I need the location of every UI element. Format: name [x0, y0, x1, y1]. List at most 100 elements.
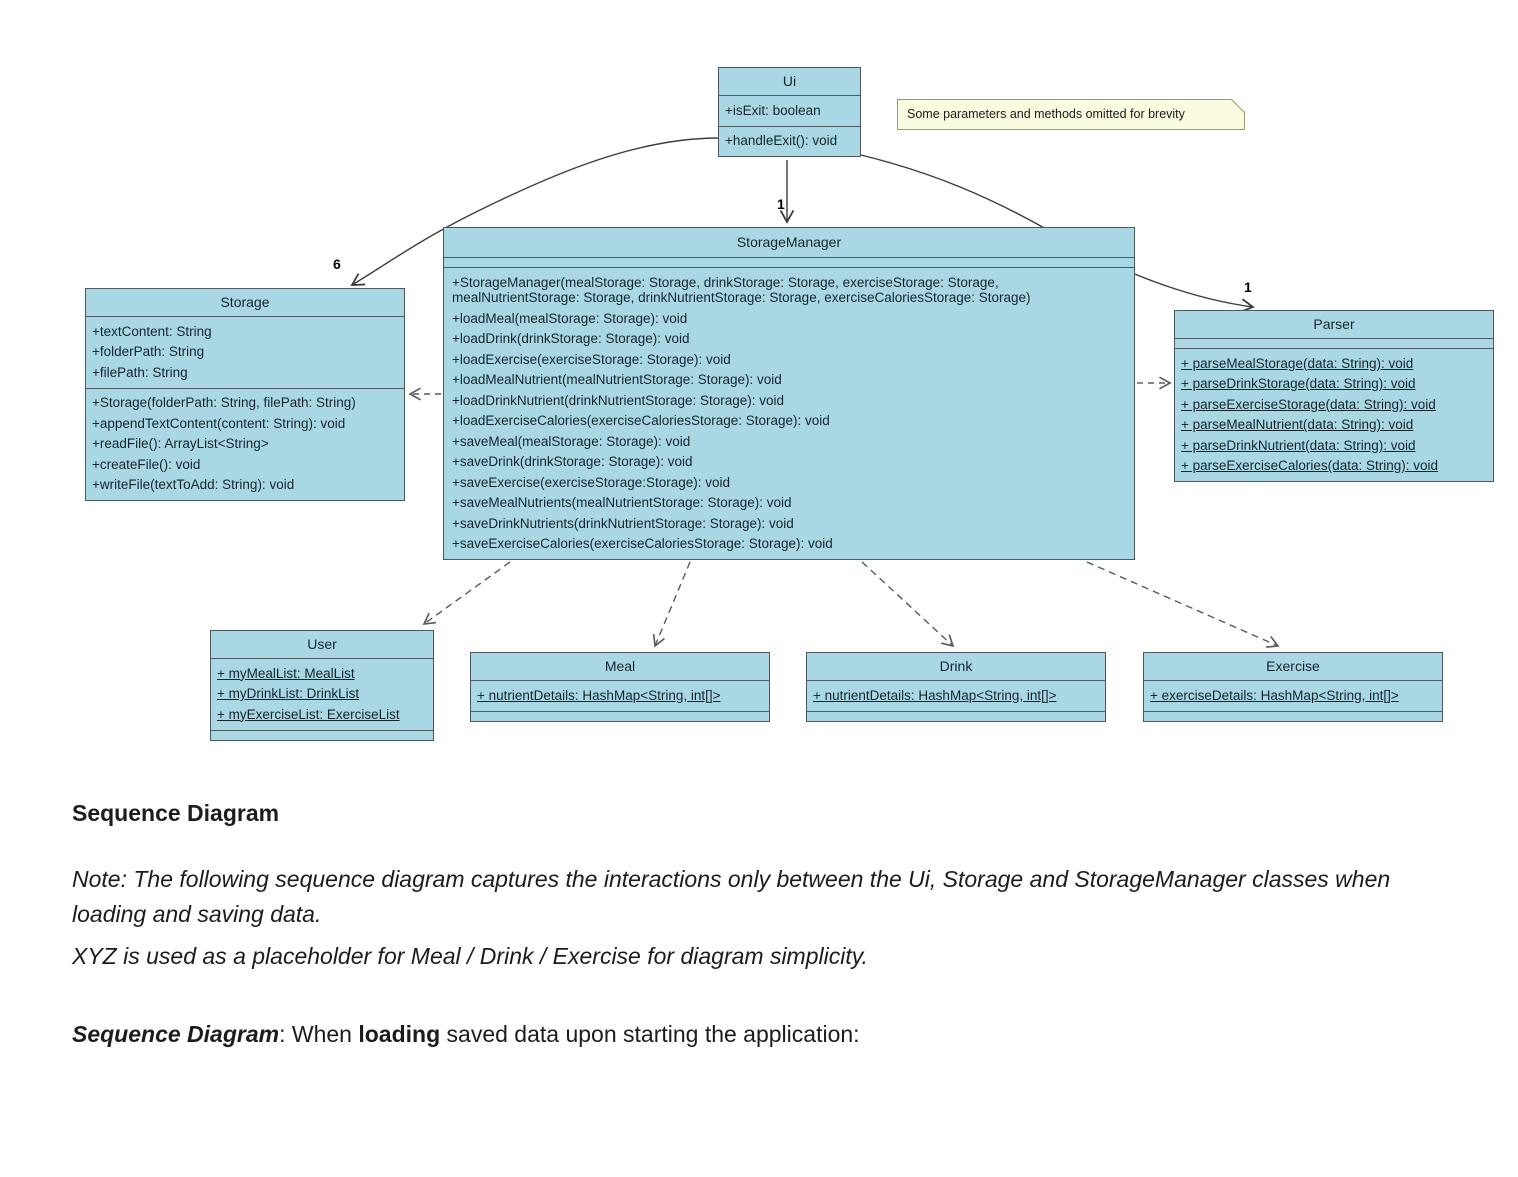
dep-storagemanager-user [422, 561, 511, 625]
attribute-row: +folderPath: String [92, 344, 205, 360]
multiplicity-label-storagemanager: 1 [777, 196, 785, 212]
static-method-label: + parseDrinkNutrient(data: String): void [1181, 437, 1416, 453]
method-row: +saveDrinkNutrients(drinkNutrientStorage… [452, 515, 794, 531]
note-fold-corner-icon [1232, 99, 1245, 112]
method-row: +saveDrink(drinkStorage: Storage): void [452, 454, 693, 470]
attributes-compartment-meal: + nutrientDetails: HashMap<String, int[]… [471, 681, 769, 712]
static-attribute-label: + myMealList: MealList [217, 665, 355, 681]
class-title-drink: Drink [807, 653, 1105, 681]
class-box-storage: Storage +textContent: String +folderPath… [85, 288, 405, 502]
attribute-row: + exerciseDetails: HashMap<String, int[]… [1144, 685, 1442, 706]
attributes-compartment-user: + myMealList: MealList + myDrinkList: Dr… [211, 659, 433, 731]
method-row: +writeFile(textToAdd: String): void [92, 477, 295, 493]
uml-note-box: Some parameters and methods omitted for … [897, 99, 1245, 130]
static-method-label: + parseMealStorage(data: String): void [1181, 355, 1414, 371]
methods-compartment-user [211, 731, 433, 740]
methods-compartment-meal [471, 712, 769, 721]
method-row: + parseExerciseStorage(data: String): vo… [1175, 394, 1493, 415]
prose-section: Sequence Diagram Note: The following seq… [72, 800, 1452, 1051]
multiplicity-label-storage: 6 [333, 256, 341, 272]
class-box-user: User + myMealList: MealList + myDrinkLis… [210, 630, 434, 741]
class-box-storagemanager: StorageManager +StorageManager(mealStora… [443, 227, 1135, 561]
attributes-compartment-storage: +textContent: String +folderPath: String… [86, 317, 404, 389]
dep-storagemanager-exercise [1086, 561, 1280, 648]
class-box-drink: Drink + nutrientDetails: HashMap<String,… [806, 652, 1106, 722]
method-row: +saveMeal(mealStorage: Storage): void [452, 433, 691, 449]
attribute-row: +filePath: String [92, 364, 188, 380]
static-method-label: + parseExerciseCalories(data: String): v… [1181, 458, 1438, 474]
caption-bold-word: loading [358, 1020, 441, 1047]
caption-lead: Sequence Diagram [72, 1020, 280, 1047]
attributes-compartment-exercise: + exerciseDetails: HashMap<String, int[]… [1144, 681, 1442, 712]
method-row: +readFile(): ArrayList<String> [92, 436, 269, 452]
attribute-row: + myExerciseList: ExerciseList [211, 704, 433, 725]
method-row: +createFile(): void [92, 456, 201, 472]
method-row: +saveExerciseCalories(exerciseCaloriesSt… [452, 536, 833, 552]
method-row: + parseExerciseCalories(data: String): v… [1175, 456, 1493, 477]
method-row: +Storage(folderPath: String, filePath: S… [92, 395, 356, 411]
class-title-storagemanager: StorageManager [444, 228, 1134, 258]
class-title-meal: Meal [471, 653, 769, 681]
figure-caption: Sequence Diagram: When loading saved dat… [72, 1017, 1452, 1052]
method-row: +loadExerciseCalories(exerciseCaloriesSt… [452, 413, 830, 429]
class-box-exercise: Exercise + exerciseDetails: HashMap<Stri… [1143, 652, 1443, 722]
attributes-compartment-storagemanager [444, 258, 1134, 268]
attribute-row: +textContent: String [92, 323, 212, 339]
dep-storagemanager-drink [861, 561, 955, 648]
note-paragraph-1: Note: The following sequence diagram cap… [72, 865, 1391, 928]
attributes-compartment-ui: +isExit: boolean [719, 96, 860, 127]
caption-mid: : When [279, 1020, 359, 1047]
methods-compartment-storage: +Storage(folderPath: String, filePath: S… [86, 389, 404, 501]
class-box-ui: Ui +isExit: boolean +handleExit(): void [718, 67, 861, 158]
attribute-row: +isExit: boolean [725, 102, 821, 118]
method-row: + parseDrinkStorage(data: String): void [1175, 374, 1493, 395]
attribute-row: + myDrinkList: DrinkList [211, 684, 433, 705]
method-row: +loadDrink(drinkStorage: Storage): void [452, 331, 690, 347]
method-row: + parseMealNutrient(data: String): void [1175, 415, 1493, 436]
method-row: +appendTextContent(content: String): voi… [92, 415, 346, 431]
methods-compartment-exercise [1144, 712, 1442, 721]
caption-tail: saved data upon starting the application… [440, 1020, 860, 1047]
method-row: + parseDrinkNutrient(data: String): void [1175, 435, 1493, 456]
class-title-ui: Ui [719, 68, 860, 96]
methods-compartment-drink [807, 712, 1105, 721]
class-title-exercise: Exercise [1144, 653, 1442, 681]
section-heading: Sequence Diagram [72, 800, 280, 826]
attributes-compartment-parser [1175, 339, 1493, 349]
static-attribute-label: + myExerciseList: ExerciseList [217, 706, 400, 722]
attributes-compartment-drink: + nutrientDetails: HashMap<String, int[]… [807, 681, 1105, 712]
static-attribute-label: + myDrinkList: DrinkList [217, 686, 360, 702]
note-text: Some parameters and methods omitted for … [907, 107, 1185, 121]
static-attribute-label: + nutrientDetails: HashMap<String, int[]… [813, 687, 1057, 703]
method-row: +loadMealNutrient(mealNutrientStorage: S… [452, 372, 782, 388]
class-title-parser: Parser [1175, 311, 1493, 339]
class-title-user: User [211, 631, 433, 659]
static-method-label: + parseExerciseStorage(data: String): vo… [1181, 396, 1436, 412]
attribute-row: + nutrientDetails: HashMap<String, int[]… [807, 685, 1105, 706]
static-attribute-label: + nutrientDetails: HashMap<String, int[]… [477, 687, 721, 703]
method-row: + parseMealStorage(data: String): void [1175, 353, 1493, 374]
uml-class-diagram: 6 1 1 Ui +isExit: boolean +handleExit():… [85, 67, 1494, 741]
attribute-row: + nutrientDetails: HashMap<String, int[]… [471, 685, 769, 706]
class-box-meal: Meal + nutrientDetails: HashMap<String, … [470, 652, 770, 722]
static-method-label: + parseDrinkStorage(data: String): void [1181, 376, 1416, 392]
note-fold-edge-icon [1231, 99, 1245, 113]
class-title-storage: Storage [86, 289, 404, 317]
multiplicity-label-parser: 1 [1244, 279, 1252, 295]
method-row: +loadExercise(exerciseStorage: Storage):… [452, 351, 731, 367]
method-row: +loadMeal(mealStorage: Storage): void [452, 310, 688, 326]
method-row: +handleExit(): void [725, 133, 838, 149]
note-paragraph-2: XYZ is used as a placeholder for Meal / … [72, 942, 868, 969]
method-row: +StorageManager(mealStorage: Storage, dr… [452, 274, 1031, 306]
static-attribute-label: + exerciseDetails: HashMap<String, int[]… [1150, 687, 1399, 703]
static-method-label: + parseMealNutrient(data: String): void [1181, 417, 1414, 433]
methods-compartment-ui: +handleExit(): void [719, 127, 860, 157]
methods-compartment-storagemanager: +StorageManager(mealStorage: Storage, dr… [444, 268, 1134, 559]
method-row: +saveExercise(exerciseStorage:Storage): … [452, 474, 731, 490]
class-box-parser: Parser + parseMealStorage(data: String):… [1174, 310, 1494, 483]
method-row: +loadDrinkNutrient(drinkNutrientStorage:… [452, 392, 785, 408]
method-row: +saveMealNutrients(mealNutrientStorage: … [452, 495, 792, 511]
methods-compartment-parser: + parseMealStorage(data: String): void +… [1175, 349, 1493, 481]
dep-storagemanager-meal [652, 561, 691, 648]
attribute-row: + myMealList: MealList [211, 663, 433, 684]
